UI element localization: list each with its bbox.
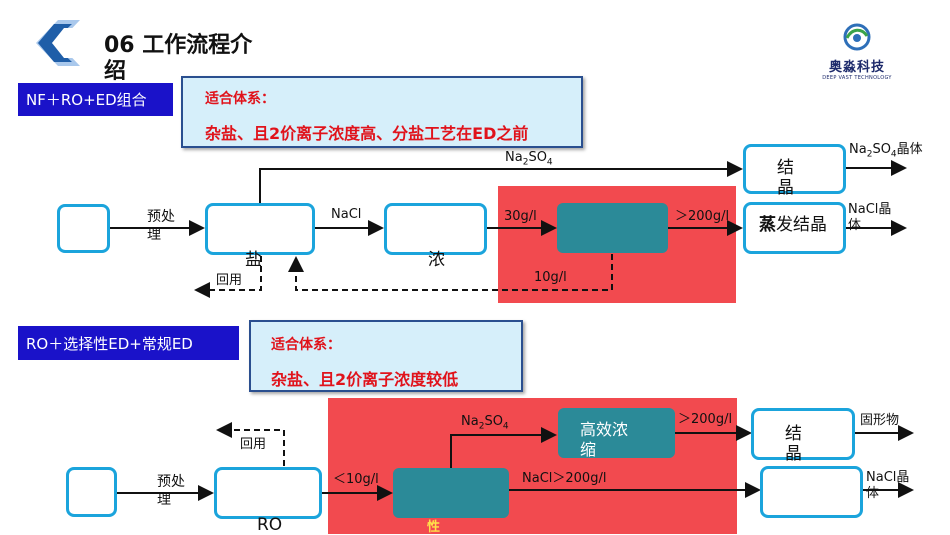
process2-label-na2so4: Na2SO4: [461, 414, 509, 432]
process1-combo-label: NF＋RO+ED组合: [18, 83, 173, 116]
process1-node-ro[interactable]: [384, 203, 487, 255]
process1-node-evaporator-text: 蒸发结晶: [759, 215, 827, 235]
process1-label-out-top: Na2SO4晶体: [849, 142, 923, 160]
process2-label-nacl-out: NaCl＞200g/l: [522, 471, 607, 486]
process1-label-recycle: 回用: [216, 273, 243, 288]
process1-note-body: 杂盐、且2价离子浓度高、分盐工艺在ED之前: [205, 124, 529, 143]
process1-label-pretreat: 预处理: [147, 209, 175, 243]
process1-label-conc-out: ＞200g/l: [675, 209, 730, 224]
process1-label-conc-in: 30g/l: [504, 209, 537, 224]
process2-node-selective-ed-text: 性: [427, 520, 441, 535]
process2-node-selective-ed[interactable]: [393, 468, 509, 518]
process2-node-ro-text: RO: [257, 515, 283, 535]
process1-node-ro-text: 浓: [428, 250, 445, 270]
back-chevron-icon[interactable]: [28, 18, 92, 68]
process1-note-box: 适合体系： 杂盐、且2价离子浓度高、分盐工艺在ED之前: [181, 76, 583, 148]
process2-label-recycle: 回用: [240, 437, 267, 452]
page-title-line1: 06 工作流程介: [104, 33, 253, 58]
process1-node-crystal[interactable]: [743, 144, 846, 194]
process1-node-nanofiltration-text: 盐: [245, 250, 262, 270]
process1-node-evaporator[interactable]: [743, 202, 846, 254]
process1-node-ed[interactable]: [557, 203, 668, 253]
process2-node-hec-line1: 高效浓: [580, 420, 629, 439]
process2-label-out-top: 固形物: [860, 413, 900, 428]
process2-node-hec-text: 高效浓 缩: [580, 420, 628, 460]
process1-label-conc-return: 10g/l: [534, 270, 567, 285]
process2-node-nacl-crystal[interactable]: [760, 466, 863, 518]
page-title: 06 工作流程介 绍: [104, 33, 252, 85]
process2-node-ro[interactable]: [214, 467, 322, 519]
process2-label-conc-in: ＜10g/l: [333, 472, 379, 487]
process2-note-body: 杂盐、且2价离子浓度较低: [271, 370, 459, 389]
page-title-line2: 绍: [104, 59, 127, 84]
process2-note-box: 适合体系： 杂盐、且2价离子浓度较低: [249, 320, 523, 392]
process1-node-crystal-text: 结晶: [777, 158, 794, 198]
process1-label-na2so4: Na2SO4: [505, 150, 553, 168]
process2-node-crystal-text: 结晶: [785, 424, 802, 464]
process1-note-heading: 适合体系：: [205, 91, 275, 107]
company-logo: 奥淼科技 DEEP VAST TECHNOLOGY: [812, 22, 902, 82]
process1-label-out-bottom: NaCl晶体: [848, 202, 892, 233]
process2-note-heading: 适合体系：: [271, 337, 341, 353]
process1-node-nanofiltration[interactable]: [205, 203, 315, 255]
process2-combo-label: RO＋选择性ED+常规ED: [18, 326, 239, 360]
process2-label-pretreat: 预处理: [157, 474, 185, 508]
process2-node-crystal[interactable]: [751, 408, 855, 460]
process1-node-feed[interactable]: [57, 204, 110, 253]
process1-label-nacl: NaCl: [331, 207, 362, 222]
process2-node-feed[interactable]: [66, 467, 117, 517]
logo-text-en: DEEP VAST TECHNOLOGY: [822, 75, 892, 81]
process2-label-conc-out-top: ＞200g/l: [678, 412, 733, 427]
logo-text-cn: 奥淼科技: [828, 60, 885, 75]
process2-label-out-bottom: NaCl晶体: [866, 470, 910, 501]
process2-node-hec[interactable]: [558, 408, 675, 458]
logo-swirl-icon: [843, 23, 871, 51]
process2-node-hec-line2: 缩: [580, 440, 597, 459]
